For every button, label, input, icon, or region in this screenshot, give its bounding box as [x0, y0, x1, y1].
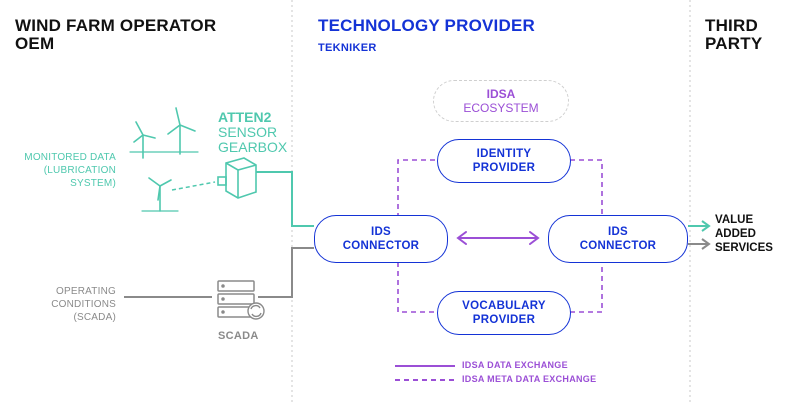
output-arrow-grey [688, 238, 711, 250]
identity-line2: PROVIDER [472, 162, 536, 174]
connector-right-line1: IDS [607, 226, 629, 238]
teal-data-line [256, 171, 314, 227]
idsa-ecosystem: IDSA ECOSYSTEM [433, 80, 569, 122]
ids-connector-right: IDS CONNECTOR [548, 215, 688, 263]
vocabulary-line2: PROVIDER [472, 314, 536, 326]
vocabulary-provider: VOCABULARY PROVIDER [437, 291, 571, 335]
connector-left-line2: CONNECTOR [342, 240, 420, 252]
middle-column-title: TECHNOLOGY PROVIDER [318, 16, 535, 35]
legend-solid-label: IDSA DATA EXCHANGE [462, 360, 568, 370]
sensor-line2: SENSOR [218, 124, 278, 140]
sensor-line1: ATTEN2 [218, 109, 272, 125]
scada-label: SCADA [218, 330, 259, 342]
value-added-services-label: VALUE ADDED SERVICES [715, 213, 773, 255]
server-icon [217, 280, 255, 318]
meta-data-lines [397, 159, 603, 313]
right-column-title: THIRD PARTY [705, 17, 762, 53]
connector-right-line2: CONNECTOR [579, 240, 657, 252]
value-line3: SERVICES [715, 242, 773, 254]
identity-provider: IDENTITY PROVIDER [437, 139, 571, 183]
middle-column-subtitle: TEKNIKER [318, 42, 377, 54]
wind-turbine-icon [129, 107, 199, 212]
right-title-line2: PARTY [705, 34, 763, 53]
ecosystem-line2: ECOSYSTEM [463, 101, 539, 115]
monitored-line1: MONITORED DATA [24, 152, 116, 163]
monitored-line2: (LUBRICATION [43, 165, 116, 176]
operating-conditions-label: OPERATING CONDITIONS (SCADA) [10, 285, 116, 324]
operating-line2: CONDITIONS [51, 299, 116, 310]
right-title-line1: THIRD [705, 16, 758, 35]
value-line2: ADDED [715, 228, 756, 240]
left-title-line1: WIND FARM OPERATOR [15, 16, 217, 35]
gearbox-sensor-icon [217, 157, 257, 199]
sync-icon [247, 302, 265, 320]
data-exchange-arrow [456, 231, 540, 245]
identity-line1: IDENTITY [476, 148, 532, 160]
wireless-link [171, 181, 216, 191]
sensor-line3: GEARBOX [218, 139, 288, 155]
sensor-label: ATTEN2 SENSOR GEARBOX [218, 110, 287, 155]
vocabulary-line1: VOCABULARY [462, 300, 546, 312]
output-arrow-teal [688, 220, 711, 232]
ids-connector-left: IDS CONNECTOR [314, 215, 448, 263]
left-title-line2: OEM [15, 34, 55, 53]
legend-dashed-label: IDSA META DATA EXCHANGE [462, 374, 597, 384]
operating-line1: OPERATING [56, 286, 116, 297]
ecosystem-line1: IDSA [486, 87, 516, 101]
scada-line [258, 247, 314, 298]
monitored-line3: SYSTEM) [70, 178, 116, 189]
monitored-data-label: MONITORED DATA (LUBRICATION SYSTEM) [10, 151, 116, 190]
left-column-title: WIND FARM OPERATOR OEM [15, 17, 216, 53]
connector-left-line1: IDS [370, 226, 392, 238]
value-line1: VALUE [715, 214, 754, 226]
operating-line3: (SCADA) [73, 312, 116, 323]
